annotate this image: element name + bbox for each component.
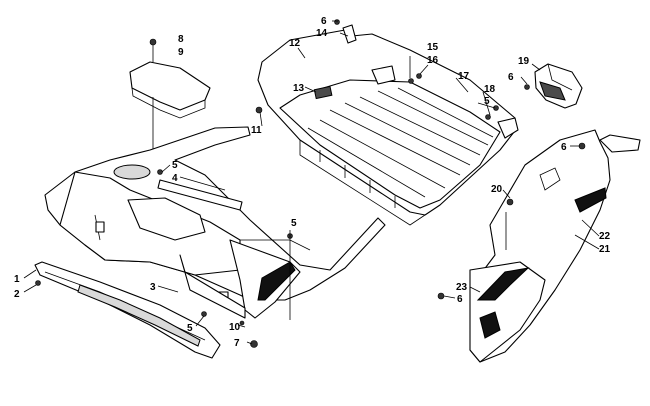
bumper-trim — [34, 261, 221, 359]
callout-11: 11 — [251, 125, 262, 136]
callout-2: 2 — [14, 289, 20, 300]
callout-16: 16 — [427, 55, 439, 66]
callout-12: 12 — [289, 38, 301, 49]
callout-8: 8 — [178, 34, 184, 45]
storage-tray — [257, 29, 519, 226]
callout-5d: 5 — [484, 96, 490, 107]
callout-6c: 6 — [561, 142, 567, 153]
callout-22: 22 — [599, 231, 611, 242]
trim-strip — [157, 179, 243, 211]
callout-6b: 6 — [508, 72, 514, 83]
callout-4: 4 — [172, 173, 178, 184]
tray-bracket — [342, 24, 357, 44]
callout-15: 15 — [427, 42, 439, 53]
handle-bracket — [534, 63, 583, 109]
callout-3: 3 — [150, 282, 156, 293]
callout-6d: 6 — [457, 294, 463, 305]
callout-10: 10 — [229, 322, 241, 333]
leader-lines — [23, 20, 600, 345]
callout-18: 18 — [484, 84, 496, 95]
callout-7: 7 — [234, 338, 240, 349]
callout-5c: 5 — [187, 323, 193, 334]
side-panel — [469, 129, 611, 363]
callout-17: 17 — [458, 71, 470, 82]
callout-labels: 1 2 3 4 5 5 5 5 6 6 6 6 7 8 9 10 11 12 1… — [14, 16, 611, 349]
center-console — [44, 126, 386, 319]
callout-5b: 5 — [291, 218, 297, 229]
callout-6a: 6 — [321, 16, 327, 27]
callout-5a: 5 — [172, 160, 178, 171]
callout-1: 1 — [14, 274, 20, 285]
callout-13: 13 — [293, 83, 305, 94]
callout-9: 9 — [178, 47, 184, 58]
callout-20: 20 — [491, 184, 503, 195]
hardware — [35, 19, 586, 348]
callout-14: 14 — [316, 28, 328, 39]
right-side-cover — [599, 134, 641, 153]
callout-23: 23 — [456, 282, 468, 293]
callout-21: 21 — [599, 244, 611, 255]
callout-19: 19 — [518, 56, 530, 67]
